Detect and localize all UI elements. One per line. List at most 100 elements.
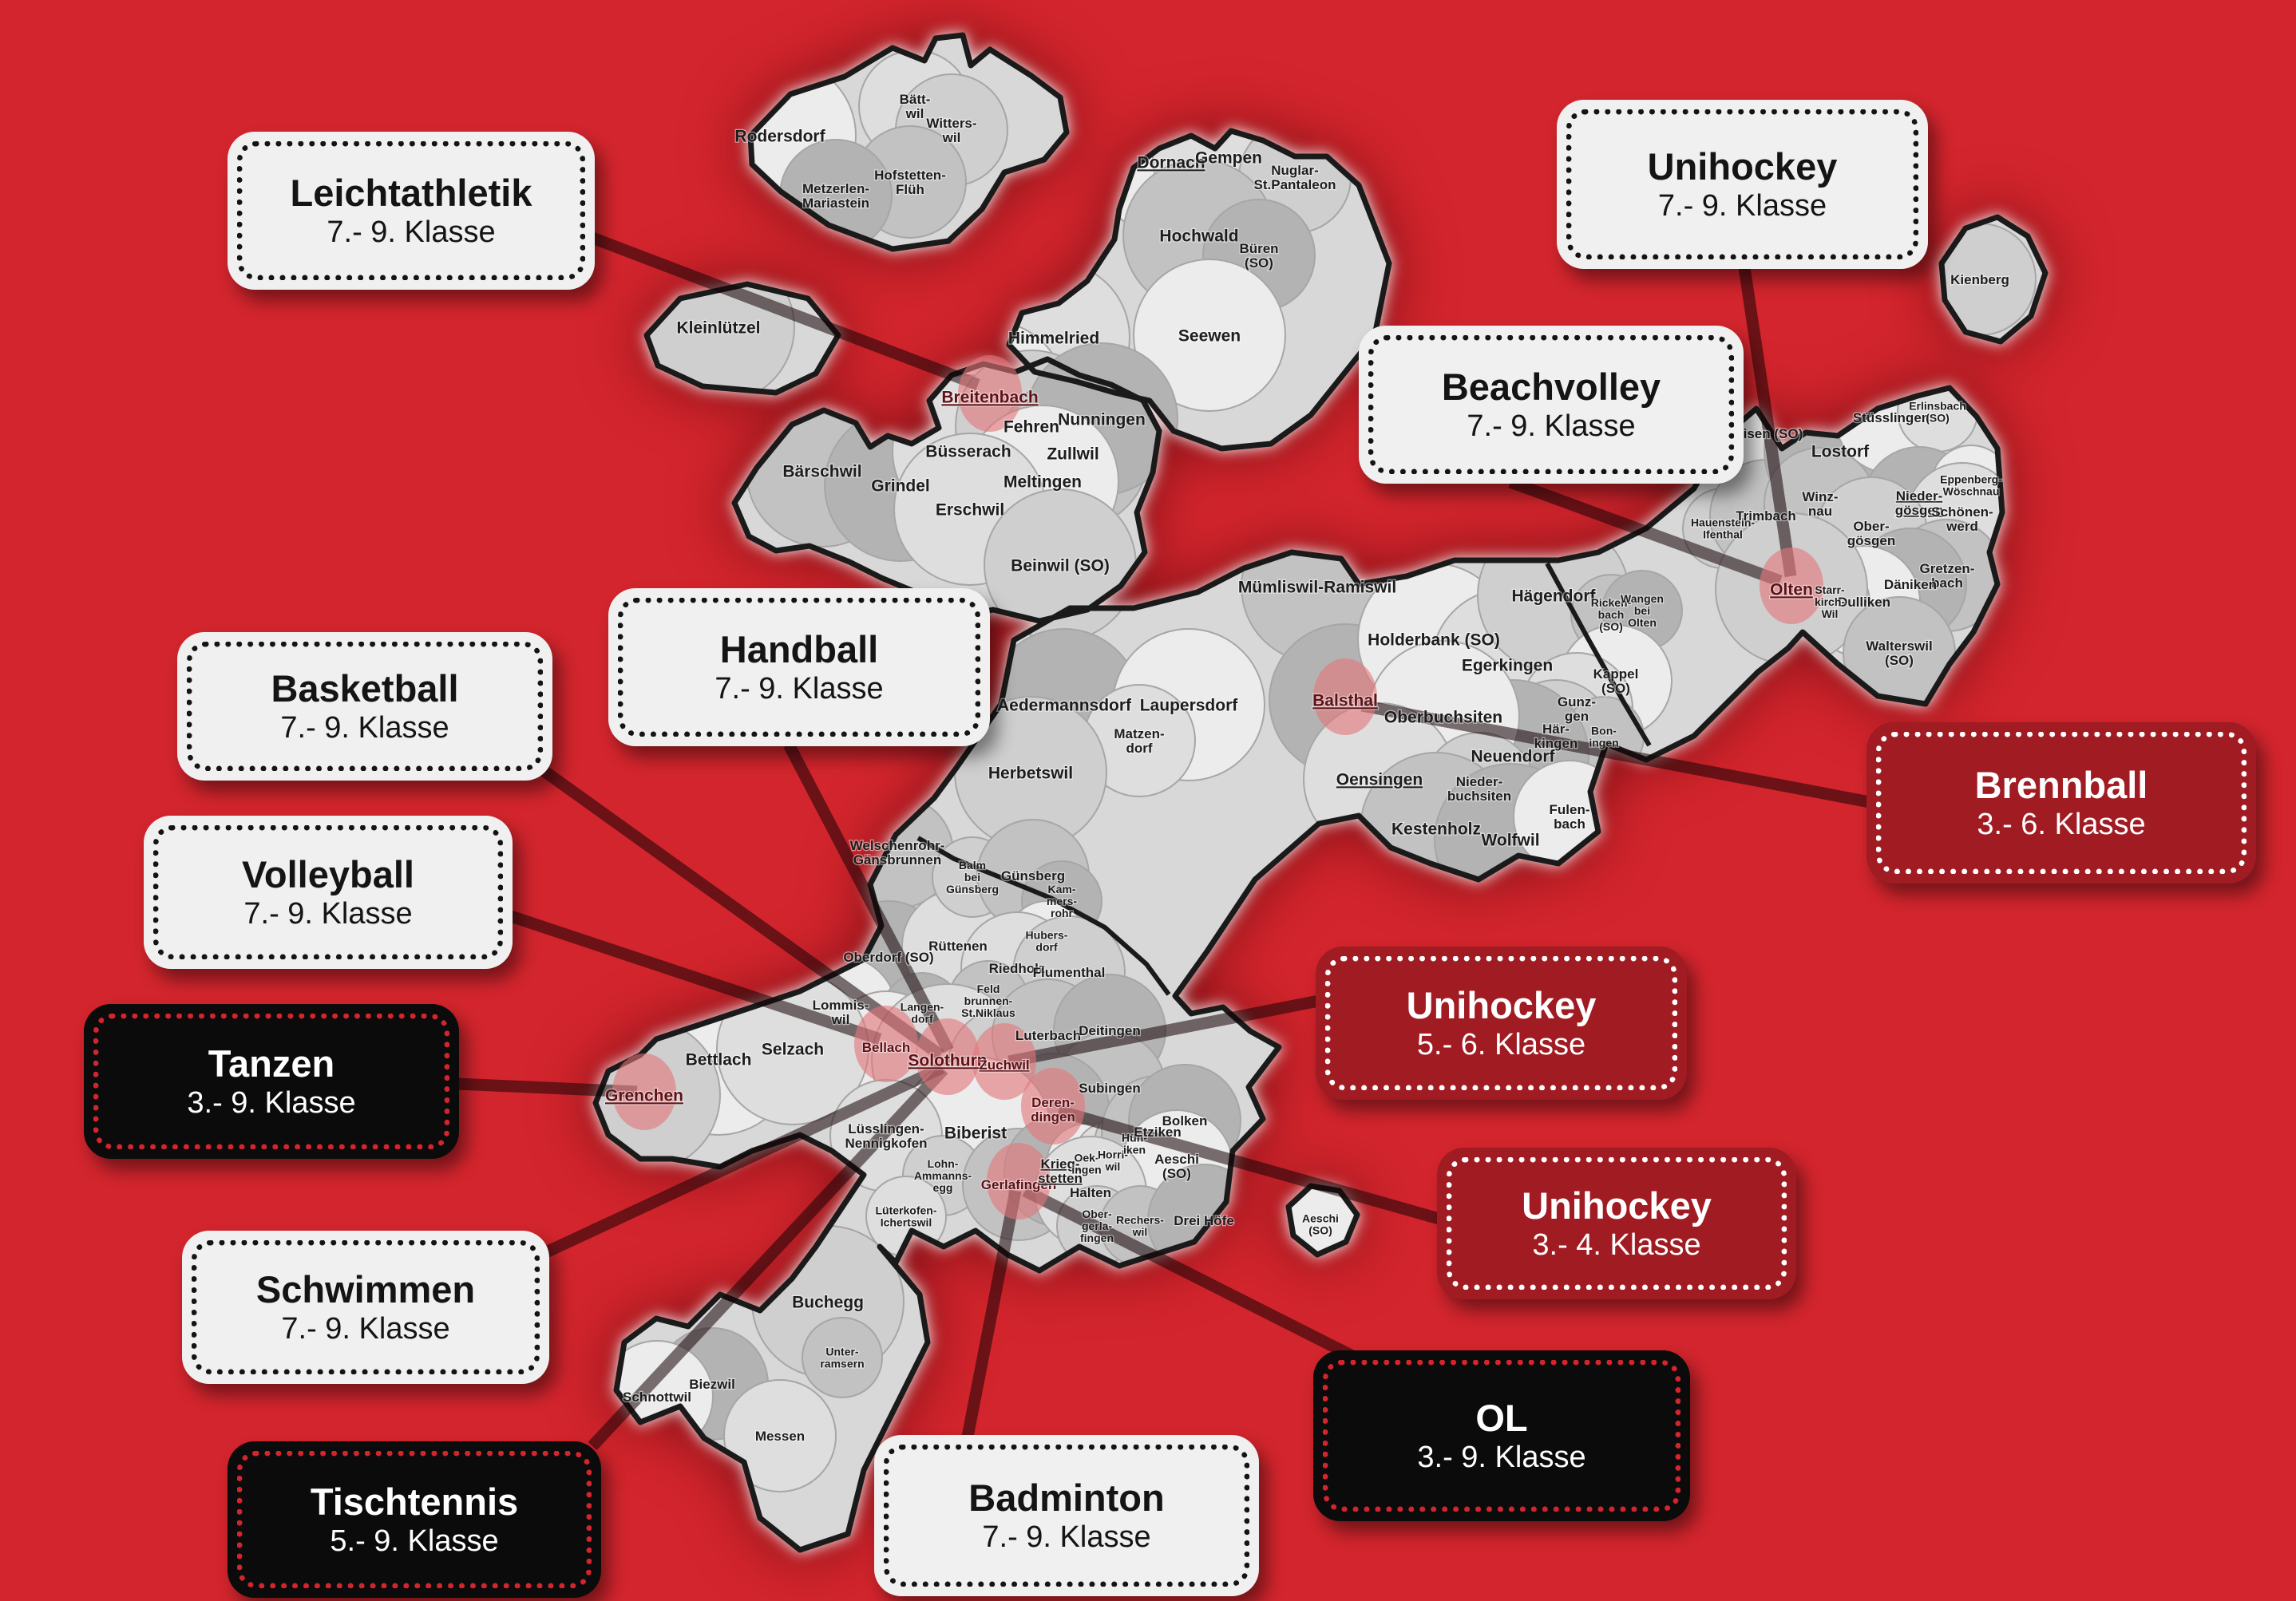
connector-unihockey-5-6-to-zuchwil	[1007, 994, 1320, 1068]
municipality-label-solothurn[interactable]: Solothurn	[907, 1050, 988, 1070]
municipality-label-kleinl-tzel: Kleinlützel	[676, 318, 760, 337]
municipality-label-breitenbach[interactable]: Breitenbach	[940, 387, 1039, 407]
municipality-label-deitingen: Deitingen	[1079, 1023, 1140, 1038]
municipality-label-b-rschwil: Bärschwil	[782, 462, 861, 480]
municipality-label-niederg-sgen[interactable]: Nieder-gösgen	[1894, 488, 1945, 519]
municipality-label-neuendorf: Neuendorf	[1471, 747, 1556, 765]
callout-title-brennball: Brennball	[1974, 763, 2148, 806]
callout-title-schwimmen: Schwimmen	[255, 1267, 476, 1310]
municipality-label-aeschi-so: Aeschi(SO)	[1154, 1152, 1199, 1181]
municipality-label-erlinsbach-so: Erlinsbach(SO)	[1909, 399, 1966, 424]
municipality-label-fehren: Fehren	[1004, 417, 1059, 436]
municipality-label-obergerlafingen: Ober-gerla-fingen	[1080, 1208, 1114, 1244]
callout-title-ol: OL	[1475, 1396, 1528, 1439]
municipality-label-zuchwil[interactable]: Zuchwil	[978, 1057, 1031, 1073]
municipality-label-boningen: Bon-ingen	[1589, 724, 1618, 749]
municipality-label-gerlafingen: Gerlafingen	[981, 1177, 1056, 1192]
municipality-label-holderbank-so: Holderbank (SO)	[1368, 631, 1500, 649]
connector-handball-to-solothurn	[783, 741, 954, 1053]
municipality-label-kienberg: Kienberg	[1950, 272, 2009, 287]
municipality-label-balsthal[interactable]: Balsthal	[1312, 690, 1379, 710]
connector-lines	[456, 231, 1871, 1451]
callout-classes-tanzen: 3.- 9. Klasse	[187, 1086, 356, 1121]
municipality-labels: RodersdorfBätt-wilWitters-wilHofstetten-…	[604, 91, 2010, 1445]
highlight-circle-grenchen	[612, 1053, 676, 1130]
highlight-circle-zuchwil	[972, 1023, 1036, 1100]
highlight-circle-derendingen	[1021, 1068, 1085, 1144]
callout-title-leichtathletik: Leichtathletik	[290, 171, 532, 214]
municipality-label-hauenstein-ifenthal: Hauenstein-Ifenthal	[1691, 516, 1755, 540]
callout-title-handball: Handball	[719, 627, 879, 670]
municipality-label-gretzenbach: Gretzen-bach	[1920, 561, 1975, 591]
municipality-label-buchegg: Buchegg	[792, 1293, 864, 1311]
municipality-label-lostorf: Lostorf	[1811, 442, 1870, 461]
municipality-label-oberg-sgen: Ober-gösgen	[1847, 519, 1895, 548]
highlight-circle-balsthal	[1313, 658, 1377, 735]
municipality-label-hochwald: Hochwald	[1159, 227, 1238, 245]
municipality-label-bettlach: Bettlach	[686, 1050, 752, 1069]
callout-classes-basketball: 7.- 9. Klasse	[280, 711, 449, 745]
municipality-label-kriegstetten[interactable]: Krieg-stetten	[1037, 1156, 1083, 1187]
municipality-label-aedermannsdorf: Aedermannsdorf	[997, 696, 1132, 714]
callout-classes-ol: 3.- 9. Klasse	[1417, 1441, 1586, 1475]
callout-classes-beachvolley: 7.- 9. Klasse	[1467, 409, 1636, 444]
municipality-label-lommiswil: Lommis-wil	[813, 998, 869, 1027]
highlight-circle-solothurn	[916, 1018, 980, 1095]
municipality-label-matzendorf: Matzen-dorf	[1114, 726, 1164, 756]
municipality-label-trimbach: Trimbach	[1736, 508, 1796, 524]
callout-classes-unihockey-5-6: 5.- 6. Klasse	[1416, 1028, 1586, 1062]
callout-title-tischtennis: Tischtennis	[310, 1480, 519, 1523]
municipality-label-eppenberg-w-schnau: Eppenberg-Wöschnau	[1940, 472, 2002, 497]
municipality-label-niederbuchsiten: Nieder-buchsiten	[1447, 774, 1511, 804]
municipality-label-dornach[interactable]: Dornach	[1136, 152, 1206, 172]
municipality-label-h-rkingen: Här-kingen	[1534, 721, 1578, 751]
municipality-label-grenchen[interactable]: Grenchen	[604, 1085, 684, 1105]
callout-classes-badminton: 7.- 9. Klasse	[982, 1520, 1151, 1555]
municipality-label-st-sslingen: Stüsslingen	[1853, 410, 1930, 425]
connector-volleyball-to-bellach	[509, 910, 882, 1046]
municipality-label-drei-h-fe: Drei Höfe	[1174, 1213, 1234, 1228]
municipality-label-laupersdorf: Laupersdorf	[1140, 696, 1239, 714]
municipality-label-schnottwil: Schnottwil	[623, 1390, 691, 1405]
municipality-label-oensingen[interactable]: Oensingen	[1336, 769, 1424, 789]
municipality-label-biezwil: Biezwil	[689, 1377, 735, 1392]
municipality-label-h-niken: Hün-iken	[1122, 1131, 1147, 1156]
municipality-label-flumenthal: Flumenthal	[1033, 965, 1106, 980]
municipality-label-messen: Messen	[755, 1429, 805, 1444]
municipality-label-oekingen: Oek-ingen	[1071, 1151, 1101, 1176]
callout-classes-unihockey-7-9: 7.- 9. Klasse	[1657, 189, 1827, 223]
municipality-label-sch-nenwerd: Schönen-werd	[1931, 504, 1993, 534]
municipality-label-bellach: Bellach	[862, 1040, 910, 1055]
municipality-label-welschenrohr-g-nsbrunnen: Welschenrohr-Gänsbrunnen	[850, 838, 945, 868]
municipality-label-oberbuchsiten: Oberbuchsiten	[1384, 708, 1502, 726]
municipality-label-lohn-ammannsegg: Lohn-Ammanns-egg	[914, 1157, 972, 1194]
connector-badminton-to-gerlafingen	[961, 1189, 1022, 1438]
municipality-label-erschwil: Erschwil	[936, 500, 1004, 519]
municipality-label-dulliken: Dulliken	[1838, 595, 1890, 610]
municipality-label-meltingen: Meltingen	[1004, 472, 1082, 491]
connector-leichtathletik-to-breitenbach	[590, 231, 980, 391]
municipality-label-winznau: Winz-nau	[1802, 489, 1838, 519]
municipality-label-olten[interactable]: Olten	[1769, 579, 1814, 599]
municipality-area-messen	[723, 1379, 837, 1492]
municipality-label-unterramsern: Unter-ramsern	[820, 1345, 864, 1370]
